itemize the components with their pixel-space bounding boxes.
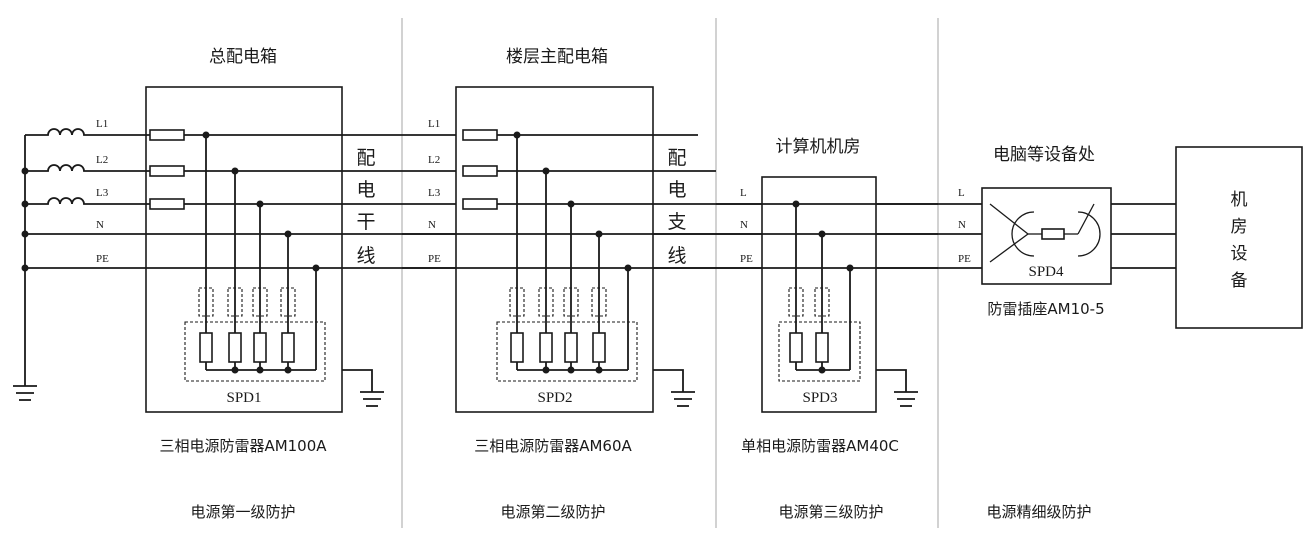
trunk-char-1: 配 xyxy=(356,147,375,169)
inductor-l1 xyxy=(25,128,150,136)
computer-room-frame xyxy=(761,176,877,413)
label-l3: L3 xyxy=(428,187,441,199)
equipment-frame xyxy=(1175,146,1303,329)
earth-ground-icon xyxy=(13,385,37,401)
label-l: L xyxy=(740,187,747,199)
pc-equipment-title: 电脑等设备处 xyxy=(993,145,1095,165)
spd3-product-name: 单相电源防雷器AM40C xyxy=(741,437,899,455)
label-n: N xyxy=(428,219,436,231)
label-pe: PE xyxy=(740,253,753,265)
fuse-l3 xyxy=(149,198,185,210)
equipment-char-3: 设 xyxy=(1231,244,1248,264)
main-box-frame xyxy=(145,86,343,413)
spd2-product-name: 三相电源防雷器AM60A xyxy=(474,437,632,455)
floor-distribution-box: L1 L2 L3 N PE xyxy=(402,86,716,413)
trunk-label: 配 电 干 线 xyxy=(356,147,375,267)
fuse-l1 xyxy=(149,129,185,141)
trunk-char-3: 干 xyxy=(356,211,375,233)
equipment-char-2: 房 xyxy=(1231,217,1248,237)
fuse-l2 xyxy=(149,165,185,177)
floor-box-title: 楼层主配电箱 xyxy=(506,47,608,67)
label-pe: PE xyxy=(958,253,971,265)
spd1-module xyxy=(184,321,326,382)
spd1-product-name: 三相电源防雷器AM100A xyxy=(159,437,327,455)
main-distribution-box: L1 L2 L3 N PE xyxy=(13,86,402,413)
protection-level-fine: 电源精细级防护 xyxy=(986,503,1091,521)
floor-box-frame xyxy=(455,86,654,413)
label-pe: PE xyxy=(96,253,109,265)
surge-socket: L N PE SPD4 xyxy=(938,187,1176,285)
label-l2: L2 xyxy=(96,154,108,166)
fuse-l3 xyxy=(462,198,498,210)
label-n: N xyxy=(740,219,748,231)
spd3-module xyxy=(778,321,861,382)
branch-char-4: 线 xyxy=(667,245,686,267)
protection-level-2: 电源第二级防护 xyxy=(500,503,605,521)
trunk-char-2: 电 xyxy=(356,179,375,201)
branch-char-1: 配 xyxy=(667,147,686,169)
earth-ground-icon xyxy=(671,391,695,407)
label-l: L xyxy=(958,187,965,199)
trunk-char-4: 线 xyxy=(356,245,375,267)
label-n: N xyxy=(96,219,104,231)
label-l2: L2 xyxy=(428,154,440,166)
label-l1: L1 xyxy=(428,118,440,130)
label-n: N xyxy=(958,219,966,231)
earth-ground-icon xyxy=(894,391,918,407)
protection-level-3: 电源第三级防护 xyxy=(778,503,883,521)
equipment-char-1: 机 xyxy=(1231,190,1248,210)
branch-label: 配 电 支 线 xyxy=(667,147,686,267)
equipment-box: 机 房 设 备 xyxy=(1175,146,1303,329)
inductor-l3 xyxy=(25,197,150,205)
spd2-module xyxy=(496,321,638,382)
spd3-label: SPD3 xyxy=(802,390,837,406)
label-l3: L3 xyxy=(96,187,109,199)
zone-separators xyxy=(401,18,939,528)
protection-level-1: 电源第一级防护 xyxy=(190,503,295,521)
branch-char-3: 支 xyxy=(667,211,686,233)
fuse-l2 xyxy=(462,165,498,177)
inductor-l2 xyxy=(25,164,150,172)
branch-char-2: 电 xyxy=(667,179,686,201)
computer-room-box: L N PE SPD3 xyxy=(716,176,938,413)
spd4-label: SPD4 xyxy=(1028,264,1064,280)
equipment-char-4: 备 xyxy=(1231,271,1248,291)
label-pe: PE xyxy=(428,253,441,265)
computer-room-title: 计算机机房 xyxy=(776,137,861,157)
fuse-l1 xyxy=(462,129,498,141)
spd4-product-name: 防雷插座AM10-5 xyxy=(987,300,1104,318)
spd1-label: SPD1 xyxy=(226,390,261,406)
spd2-label: SPD2 xyxy=(537,390,572,406)
earth-ground-icon xyxy=(360,391,384,407)
label-l1: L1 xyxy=(96,118,108,130)
main-box-title: 总配电箱 xyxy=(209,47,277,67)
